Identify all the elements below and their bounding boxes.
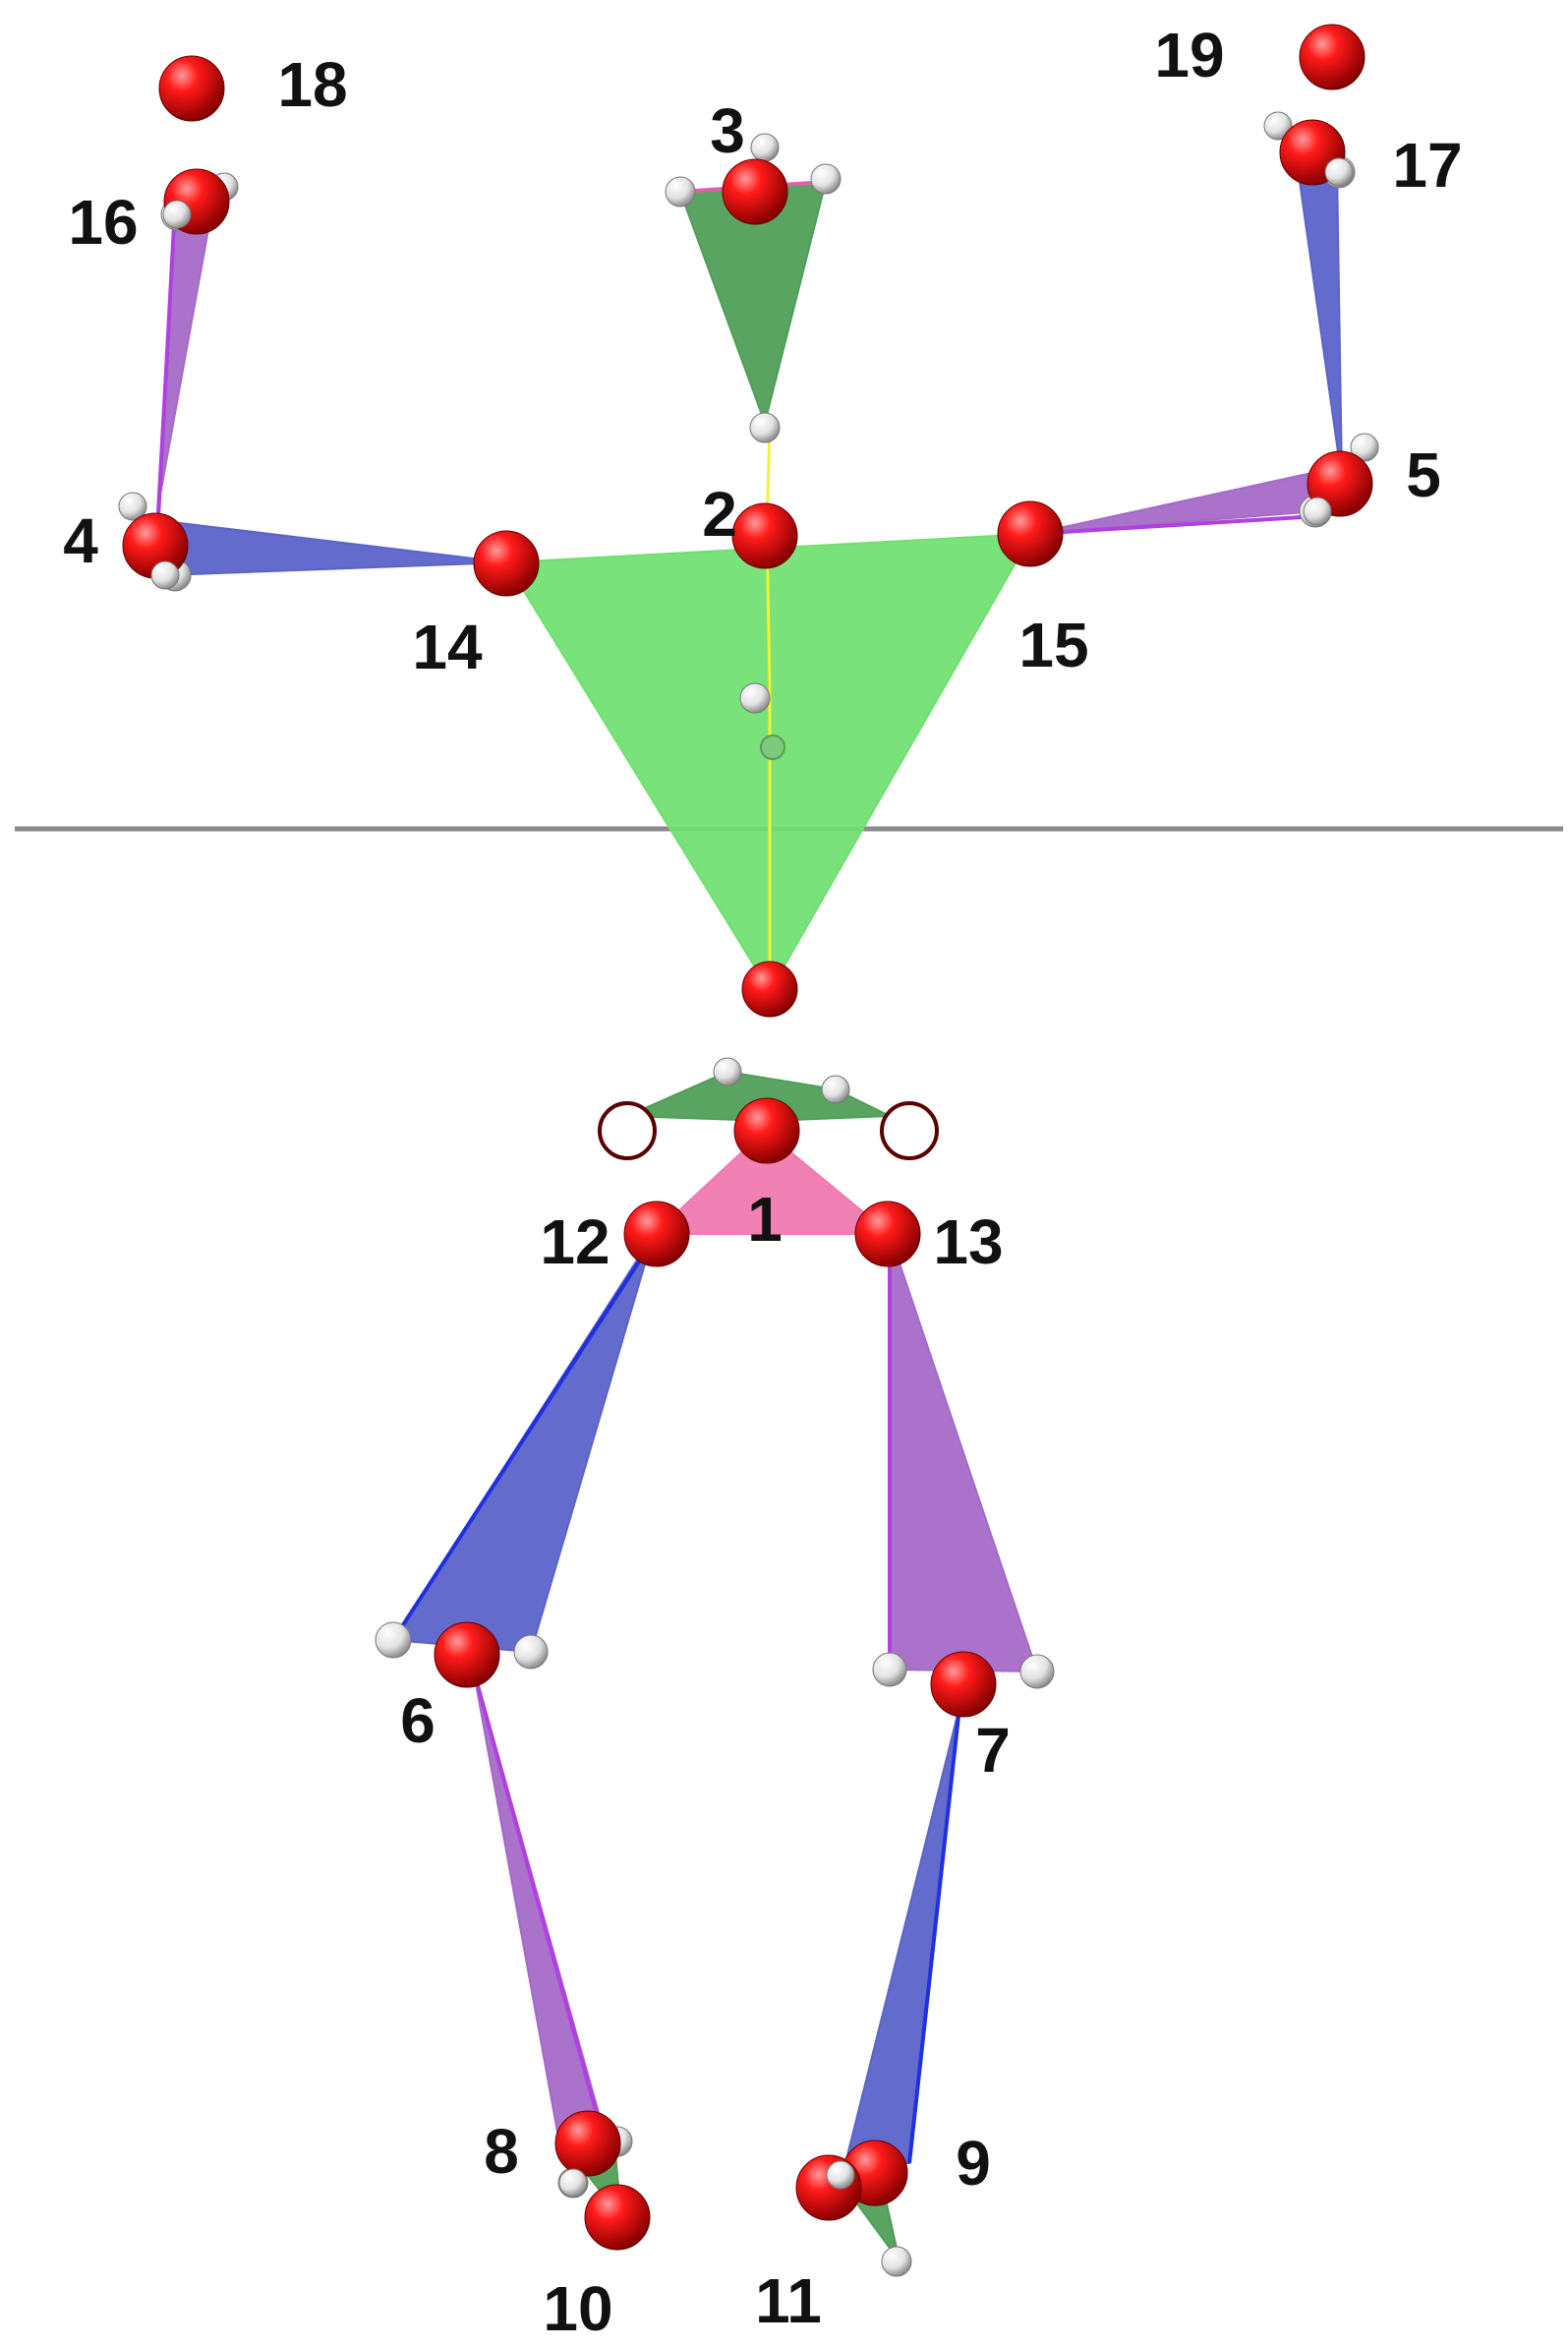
pelvis-triangle [651,1129,893,1235]
joint-6 [434,1621,500,1688]
left-forearm-edge [155,205,177,537]
helper-ball-11 [749,412,781,443]
joint-2 [731,502,798,569]
joint-label-13: 13 [933,1206,1003,1277]
helper-ball-18 [1019,1654,1055,1689]
right-shin [843,1710,959,2164]
joint-label-14: 14 [412,612,483,682]
overlay-ball-1 [1303,497,1332,526]
joint-label-11: 11 [755,2265,822,2336]
joint-label-8: 8 [484,2116,519,2187]
helper-ball-8 [665,176,696,207]
helper-ball-22 [881,2246,912,2277]
spine-line [765,427,772,991]
joint-label-1: 1 [747,1184,783,1255]
joint-12 [623,1201,690,1267]
joint-15 [997,500,1064,567]
helper-ball-12 [739,682,771,714]
right-shin-edge [907,1715,960,2164]
right-thigh [889,1233,1039,1673]
helper-ball-9 [750,133,780,162]
joint-1 [733,1097,800,1164]
helper-ball-15 [375,1621,412,1659]
overlay-ball-2 [1324,157,1354,187]
joint-label-19: 19 [1154,20,1224,90]
joint-7 [930,1651,997,1718]
joint-label-17: 17 [1392,130,1462,201]
joint-label-18: 18 [277,49,347,120]
overlay-ball-3 [162,200,192,229]
torso-bottom-joint [741,961,798,1018]
helper-ball-13 [713,1057,742,1086]
joint-label-5: 5 [1406,440,1441,510]
joint-label-9: 9 [956,2128,991,2199]
joint-label-15: 15 [1018,610,1088,680]
joint-8 [554,2110,621,2177]
joint-18 [158,55,225,122]
joint-label-16: 16 [68,187,138,258]
left-upper-arm [145,517,507,577]
spine-marker [760,734,785,760]
helper-ball-6 [1350,433,1379,462]
joint-13 [854,1201,921,1267]
joint-label-12: 12 [540,1206,610,1277]
overlay-ball-4 [558,2168,588,2198]
joint-10 [584,2184,651,2251]
right-upper-arm-edge [1031,514,1318,536]
joint-label-2: 2 [702,479,737,550]
helper-ball-16 [513,1634,549,1670]
joint-label-7: 7 [975,1715,1011,1786]
joints-layer [118,24,1379,2277]
helper-ball-10 [810,163,842,195]
joint-label-6: 6 [400,1685,436,1756]
helper-ball-0 [118,492,147,521]
joint-label-4: 4 [63,505,98,576]
hip-ring-0 [598,1101,657,1160]
helper-ball-4 [1263,111,1293,141]
joint-label-10: 10 [543,2273,612,2344]
left-thigh-edge [391,1237,656,1642]
joint-14 [473,530,540,597]
overlay-ball-0 [150,560,180,590]
hip-ring-1 [880,1101,939,1160]
joint-3 [722,158,788,225]
right-forearm [1296,166,1343,481]
joint-label-3: 3 [710,95,745,166]
joint-11 [795,2154,862,2221]
helper-ball-14 [821,1075,850,1104]
joint-19 [1299,24,1365,90]
helper-ball-17 [872,1652,907,1687]
overlay-ball-5 [826,2160,855,2190]
left-shin-edge [472,1671,604,2133]
